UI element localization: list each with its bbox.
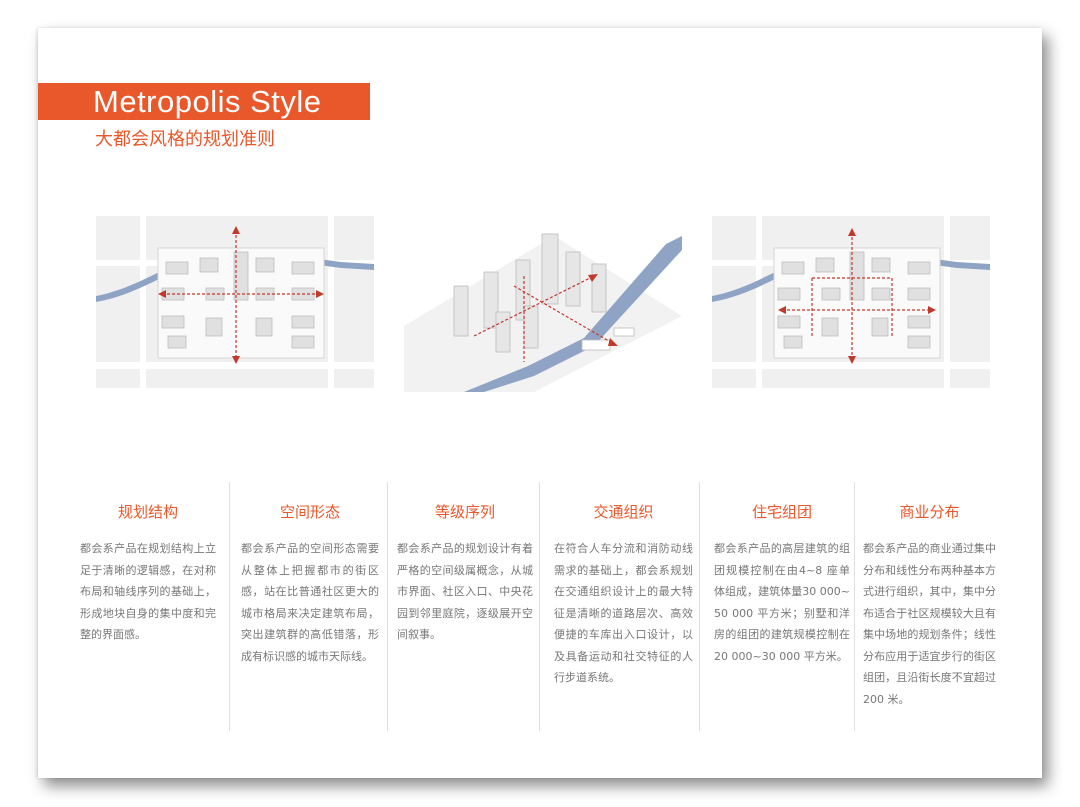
column-heading: 交通组织 [593, 503, 654, 521]
column-text: 都会系产品的高层建筑的组团规模控制在由4~8 座单体组成，建筑体量30 000~… [714, 542, 850, 663]
column-divider [854, 482, 855, 731]
column-residential: 住宅组团 都会系产品的高层建筑的组团规模控制在由4~8 座单体组成，建筑体量30… [714, 482, 850, 731]
column-text: 在符合人车分流和消防动线需求的基础上，都会系规划在交通组织设计上的最大特征是清晰… [554, 542, 693, 684]
page-title: Metropolis Style [93, 84, 322, 119]
column-text: 都会系产品的规划设计有着严格的空间级属概念，从城市界面、社区入口、中央花园到邻里… [397, 542, 533, 641]
plan-diagram-symmetric [96, 216, 374, 388]
column-divider [699, 482, 700, 731]
column-commercial: 商业分布 都会系产品的商业通过集中分布和线性分布两种基本方式进行组织，其中，集中… [863, 482, 996, 731]
column-heading: 住宅组团 [751, 503, 812, 521]
plan-diagram-clusters [712, 216, 990, 388]
column-heading: 商业分布 [899, 503, 960, 521]
column-divider [539, 482, 540, 731]
column-traffic: 交通组织 在符合人车分流和消防动线需求的基础上，都会系规划在交通组织设计上的最大… [554, 482, 693, 731]
column-planning-structure: 规划结构 都会系产品在规划结构上立足于清晰的逻辑感，在对称布局和轴线序列的基础上… [80, 482, 216, 731]
document-page: Metropolis Style 大都会风格的规划准则 [38, 28, 1042, 778]
column-heading: 等级序列 [434, 503, 495, 521]
column-heading: 规划结构 [117, 503, 178, 521]
column-text: 都会系产品的空间形态需要从整体上把握都市的街区感，站在比普通社区更大的城市格局来… [241, 542, 379, 663]
page-subtitle: 大都会风格的规划准则 [95, 129, 275, 150]
column-text: 都会系产品的商业通过集中分布和线性分布两种基本方式进行组织，其中，集中分布适合于… [863, 542, 996, 706]
column-spatial-form: 空间形态 都会系产品的空间形态需要从整体上把握都市的街区感，站在比普通社区更大的… [241, 482, 379, 731]
column-divider [387, 482, 388, 731]
column-hierarchy: 等级序列 都会系产品的规划设计有着严格的空间级属概念，从城市界面、社区入口、中央… [397, 482, 533, 731]
column-text: 都会系产品在规划结构上立足于清晰的逻辑感，在对称布局和轴线序列的基础上，形成地块… [80, 542, 216, 641]
title-band [38, 83, 370, 120]
axonometric-diagram [404, 216, 682, 392]
column-divider [229, 482, 230, 731]
column-heading: 空间形态 [279, 503, 340, 521]
